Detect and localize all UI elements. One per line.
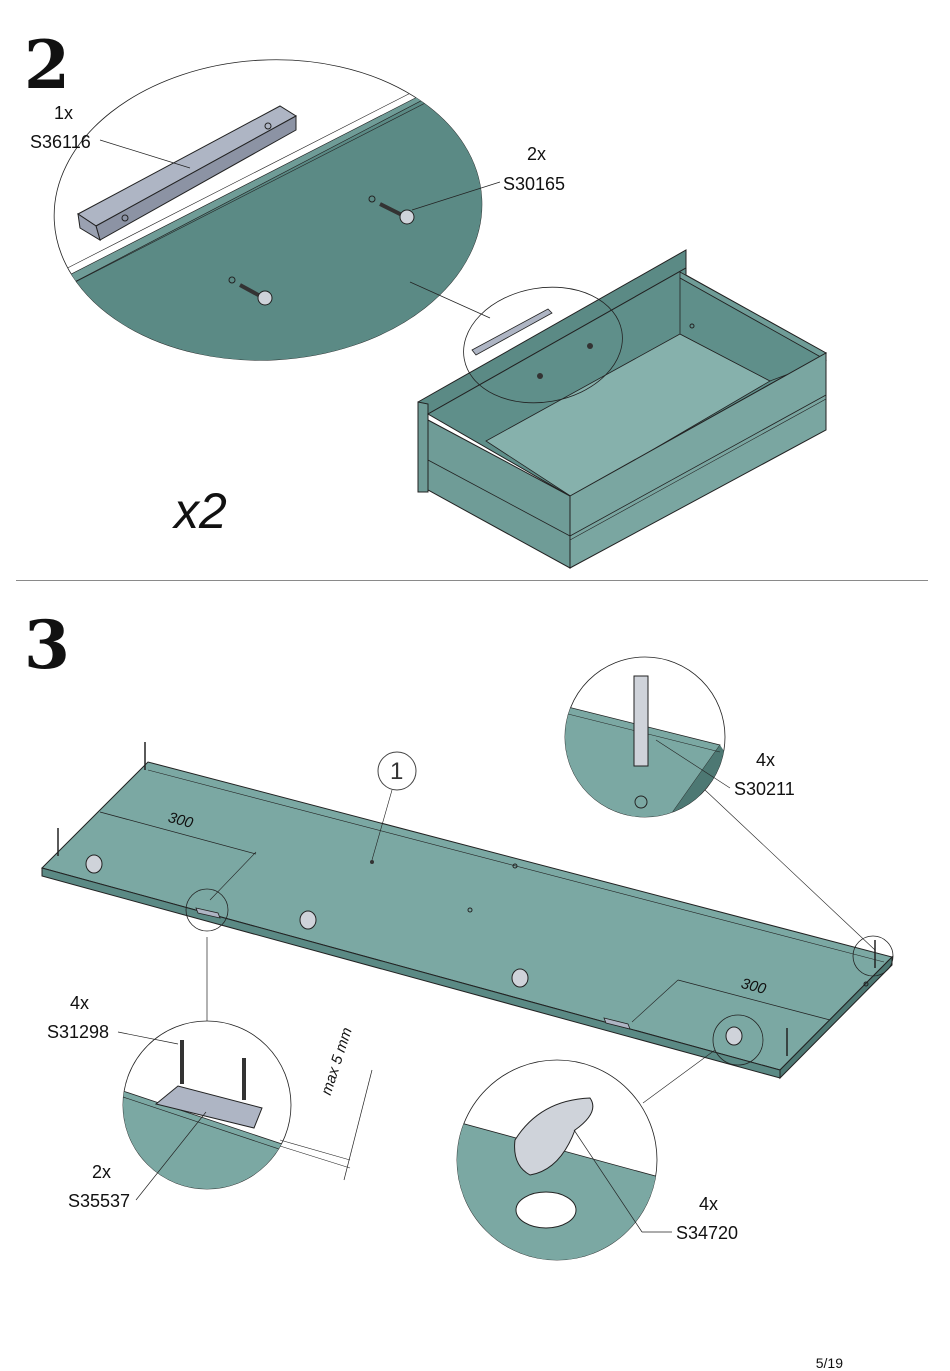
part-callout-number: 1	[390, 758, 404, 785]
step-number-2: 2	[24, 26, 70, 104]
screw-part-code: S30165	[503, 174, 566, 194]
bottom-panel	[41, 742, 894, 1080]
handle-detail-zoom	[46, 59, 501, 371]
handle-part-code: S36116	[30, 132, 91, 152]
plate-screw-quantity: 4x	[70, 993, 90, 1013]
screw-quantity: 2x	[527, 144, 547, 164]
drawer-box	[417, 249, 828, 569]
handle-quantity: 1x	[54, 103, 74, 123]
plate-part-code: S35537	[68, 1191, 131, 1211]
step-number-3: 3	[24, 606, 70, 684]
cam-detail-zoom	[456, 1049, 716, 1261]
dowel-quantity: 4x	[756, 750, 776, 770]
screw-graphic	[368, 195, 415, 225]
cam-quantity: 4x	[699, 1194, 719, 1214]
plate-screw-part-code: S31298	[47, 1022, 110, 1042]
multiplier-label: x2	[174, 483, 227, 539]
section-divider	[16, 580, 928, 581]
plate-quantity: 2x	[92, 1162, 112, 1182]
dowel-part-code: S30211	[734, 779, 795, 799]
cam-part-code: S34720	[676, 1223, 739, 1243]
dowel-detail-zoom	[564, 656, 876, 951]
plate-detail-zoom	[117, 937, 373, 1201]
screw-graphic	[228, 276, 273, 306]
page-number: 5/19	[815, 1355, 843, 1371]
